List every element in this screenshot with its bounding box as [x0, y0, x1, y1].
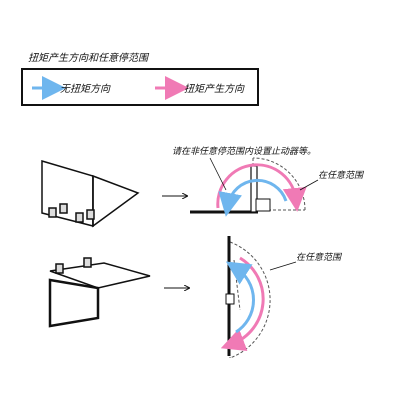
upper-cabinet-illustration: [41, 159, 140, 228]
hinge-icon: [83, 257, 92, 268]
hinge-icon: [86, 209, 95, 220]
no-torque-direction-arrow-icon: [218, 178, 288, 217]
legend: 无扭矩方向 扭矩产生方向: [21, 68, 259, 106]
hinge-icon: [75, 212, 84, 223]
legend-torque-label: 扭矩产生方向: [184, 83, 245, 95]
diagram-title: 扭矩产生方向和任意停范围: [28, 52, 150, 64]
hinge-icon: [59, 203, 68, 214]
free-stop-range-label-bottom: 在任意范围: [296, 252, 343, 263]
lower-hinge-detail: [220, 236, 297, 359]
legend-frame: [21, 68, 259, 106]
free-stop-range-label-top: 在任意范围: [318, 170, 365, 181]
no-torque-direction-arrow-icon: [225, 261, 255, 334]
hinge-icon: [48, 207, 57, 218]
upper-hinge-detail: [190, 157, 319, 217]
stop-instruction-note: 请在非任意停范围内设置止动器等。: [172, 146, 316, 157]
lower-flap-illustration: [48, 257, 151, 328]
hinge-icon: [55, 263, 64, 274]
legend-no-torque-label: 无扭矩方向: [60, 83, 111, 95]
